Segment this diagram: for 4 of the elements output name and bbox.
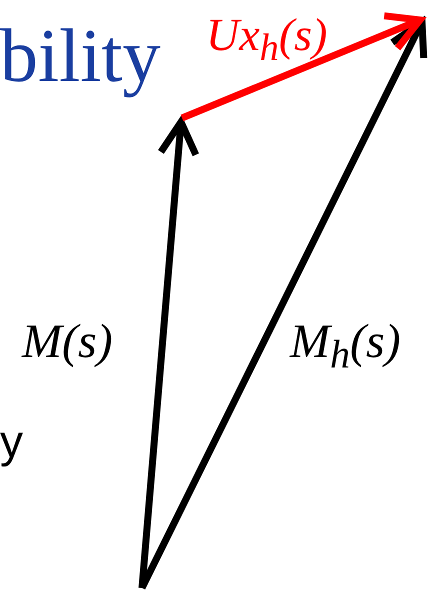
vector-label: M$_{h}$(s): [290, 318, 401, 375]
vector-label: M(s): [22, 318, 113, 366]
text-fragment: y: [0, 418, 23, 464]
vector-label: Ux$_{h}$(s): [206, 12, 328, 68]
